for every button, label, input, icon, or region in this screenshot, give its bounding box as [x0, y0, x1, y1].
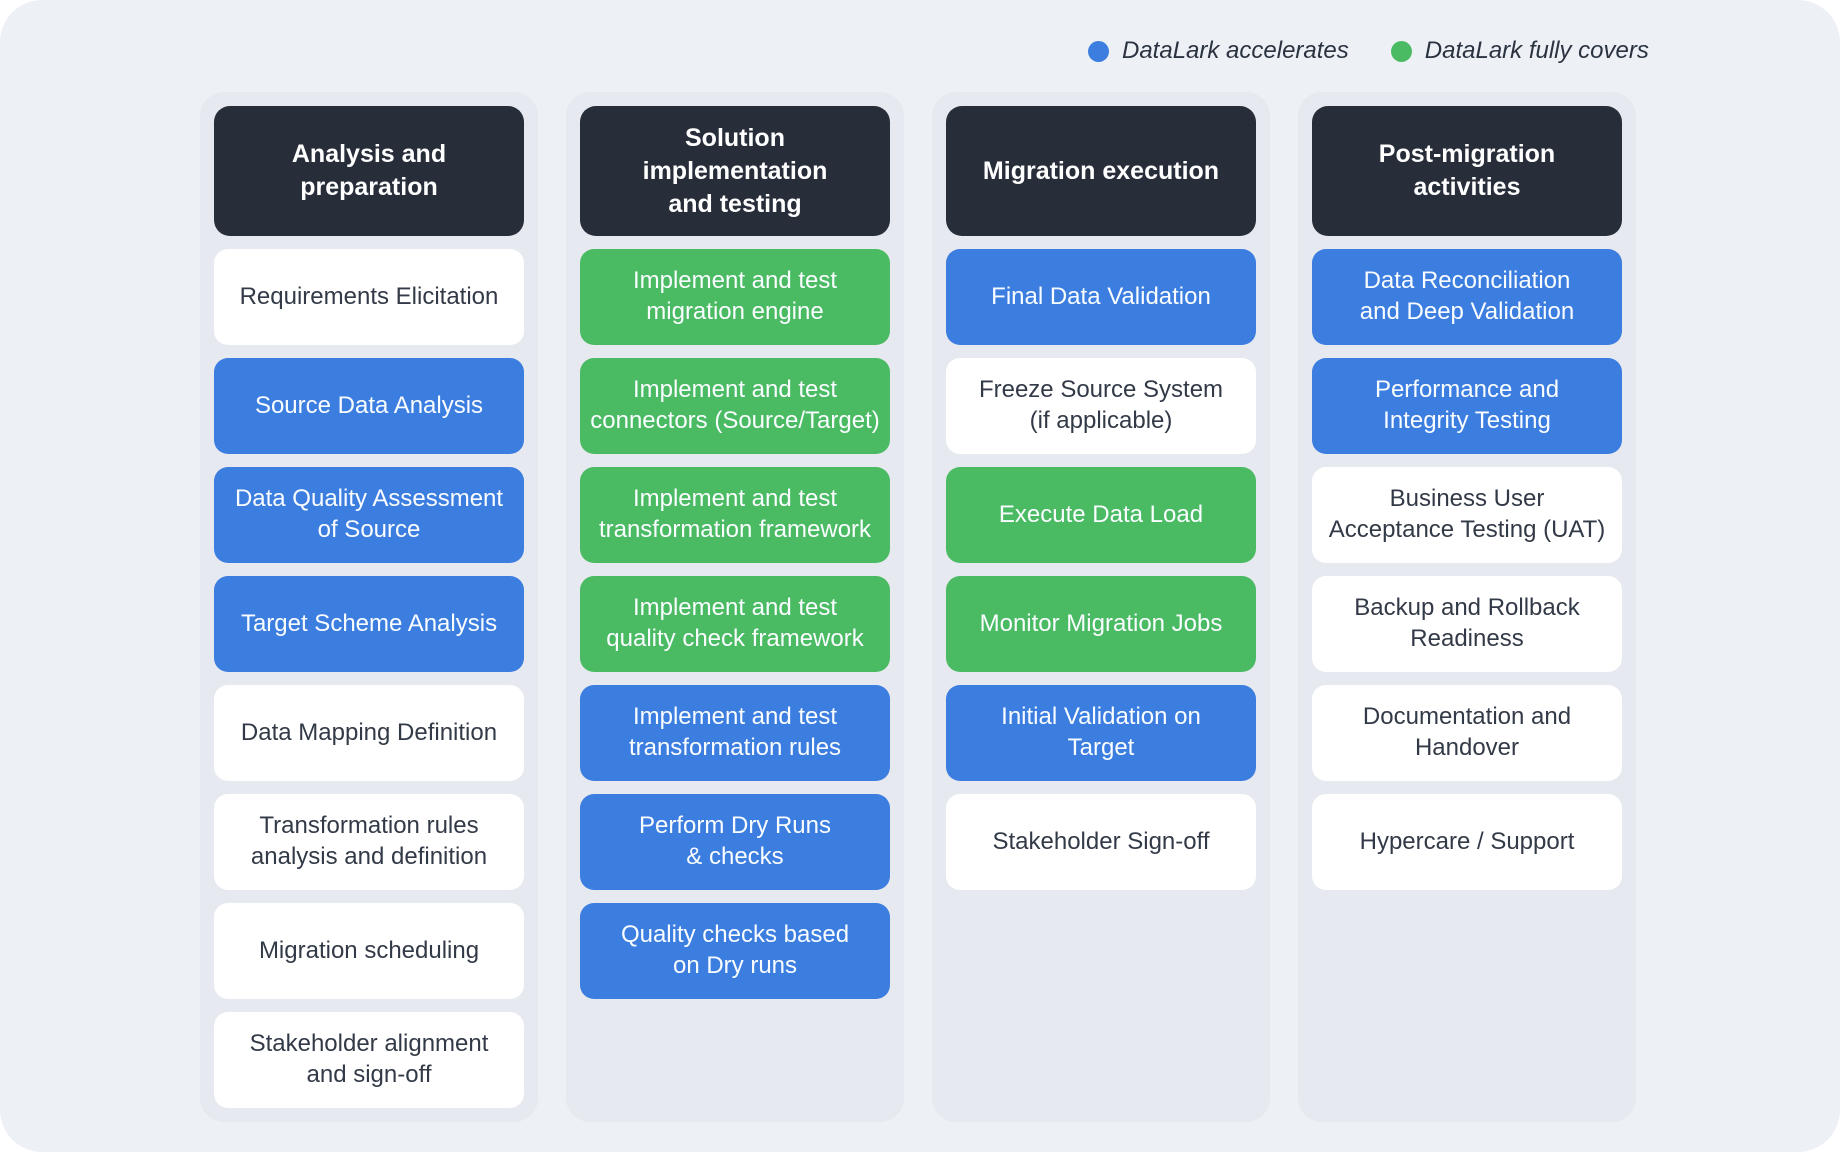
task-card-label: Requirements Elicitation — [239, 282, 499, 310]
task-card-label: Business User Acceptance Testing (UAT) — [1328, 485, 1606, 543]
task-card: Business User Acceptance Testing (UAT) — [1312, 467, 1622, 563]
task-card-label: Implement and test quality check framewo… — [606, 594, 864, 652]
task-card: Transformation rules analysis and defini… — [214, 794, 524, 890]
phase-column-header: Solution implementation and testing — [580, 106, 890, 236]
phase-column-header: Analysis and preparation — [214, 106, 524, 236]
task-card-label: Quality checks based on Dry runs — [620, 921, 850, 979]
task-card-label: Hypercare / Support — [1359, 827, 1575, 855]
task-card: Freeze Source System (if applicable) — [946, 358, 1256, 454]
task-card-label: Data Reconciliation and Deep Validation — [1359, 267, 1575, 325]
task-card: Backup and Rollback Readiness — [1312, 576, 1622, 672]
blue-dot-icon — [1088, 40, 1109, 62]
task-card: Perform Dry Runs & checks — [580, 794, 890, 890]
phase-column-header: Migration execution — [946, 106, 1256, 236]
phase-column-header: Post-migration activities — [1312, 106, 1622, 236]
legend-item: DataLark accelerates — [1088, 37, 1349, 65]
task-card-label: Backup and Rollback Readiness — [1354, 594, 1580, 652]
legend: DataLark accelerates DataLark fully cover… — [1088, 28, 1649, 74]
task-card: Requirements Elicitation — [214, 249, 524, 345]
legend-label: DataLark fully covers — [1424, 37, 1649, 64]
task-card-label: Stakeholder Sign-off — [992, 827, 1210, 855]
task-card-label: Stakeholder alignment and sign-off — [249, 1030, 489, 1088]
task-card: Stakeholder Sign-off — [946, 794, 1256, 890]
task-card-label: Migration scheduling — [258, 936, 480, 964]
task-card: Hypercare / Support — [1312, 794, 1622, 890]
task-card: Data Quality Assessment of Source — [214, 467, 524, 563]
task-card-label: Execute Data Load — [998, 500, 1204, 528]
task-card-label: Performance and Integrity Testing — [1374, 376, 1560, 434]
task-card-label: Final Data Validation — [991, 282, 1211, 310]
task-card: Implement and test transformation rules — [580, 685, 890, 781]
task-card-label: Target Scheme Analysis — [240, 609, 498, 637]
task-card: Quality checks based on Dry runs — [580, 903, 890, 999]
task-card-label: Implement and test transformation rules — [628, 703, 842, 761]
task-card: Data Mapping Definition — [214, 685, 524, 781]
legend-item: DataLark fully covers — [1390, 37, 1649, 65]
task-card-label: Implement and test migration engine — [632, 267, 838, 325]
phase-column-title: Migration execution — [982, 156, 1220, 185]
task-card: Migration scheduling — [214, 903, 524, 999]
task-card-label: Implement and test transformation framew… — [598, 485, 872, 543]
phase-column-title: Solution implementation and testing — [642, 123, 828, 218]
phase-column-title: Post-migration activities — [1378, 140, 1556, 201]
task-card: Data Reconciliation and Deep Validation — [1312, 249, 1622, 345]
task-card-label: Documentation and Handover — [1362, 703, 1572, 761]
task-card: Monitor Migration Jobs — [946, 576, 1256, 672]
task-card-label: Source Data Analysis — [254, 391, 484, 419]
task-card-label: Data Quality Assessment of Source — [234, 485, 504, 543]
task-card: Documentation and Handover — [1312, 685, 1622, 781]
task-card: Final Data Validation — [946, 249, 1256, 345]
task-card-label: Transformation rules analysis and defini… — [250, 812, 488, 870]
task-card: Implement and test connectors (Source/Ta… — [580, 358, 890, 454]
phase-column-title: Analysis and preparation — [291, 140, 447, 201]
task-card: Target Scheme Analysis — [214, 576, 524, 672]
task-card-label: Freeze Source System (if applicable) — [978, 376, 1224, 434]
task-card-label: Monitor Migration Jobs — [979, 609, 1223, 637]
task-card: Execute Data Load — [946, 467, 1256, 563]
green-dot-icon — [1390, 40, 1412, 62]
task-card: Performance and Integrity Testing — [1312, 358, 1622, 454]
task-card: Implement and test transformation framew… — [580, 467, 890, 563]
task-card: Stakeholder alignment and sign-off — [214, 1012, 524, 1108]
task-card: Implement and test migration engine — [580, 249, 890, 345]
task-card-label: Initial Validation on Target — [1001, 703, 1201, 761]
legend-label: DataLark accelerates — [1122, 37, 1349, 64]
task-card: Initial Validation on Target — [946, 685, 1256, 781]
task-card-label: Data Mapping Definition — [240, 718, 498, 746]
task-card: Implement and test quality check framewo… — [580, 576, 890, 672]
task-card: Source Data Analysis — [214, 358, 524, 454]
task-card-label: Perform Dry Runs & checks — [638, 812, 832, 870]
task-card-label: Implement and test connectors (Source/Ta… — [590, 376, 880, 434]
